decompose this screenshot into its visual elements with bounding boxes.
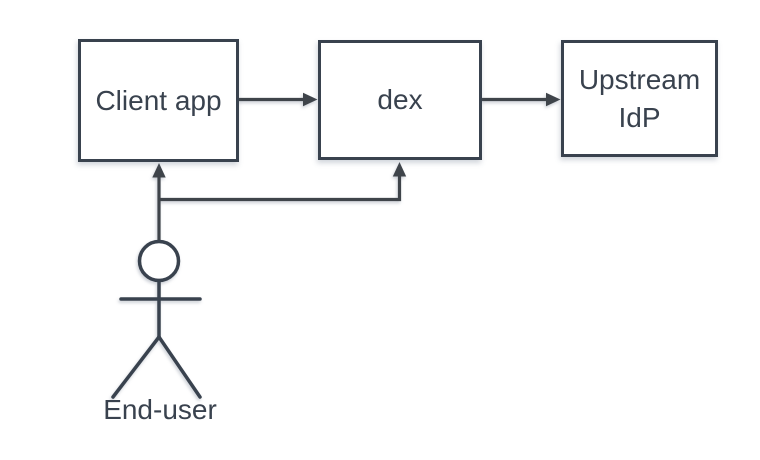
node-client-app-label: Client app (95, 84, 222, 116)
edge-dex-to-upstreamidp (482, 92, 561, 107)
node-dex: dex (318, 40, 482, 160)
end-user-stick-figure-icon (111, 239, 202, 399)
end-user-label: End-user (103, 394, 217, 425)
node-upstream-idp-label: Upstream IdP (578, 63, 701, 133)
edge-enduser-to-dex (159, 162, 407, 202)
arrowhead-up-icon (392, 162, 407, 177)
edge-clientapp-to-dex (239, 92, 318, 107)
node-dex-label: dex (377, 84, 423, 116)
actor-left-leg (111, 335, 161, 399)
node-client-app: Client app (78, 39, 239, 162)
arrowhead-right-icon (546, 92, 561, 107)
actor-head (137, 239, 181, 283)
edge-elbow-line (159, 175, 402, 202)
actor-right-leg (157, 335, 202, 399)
node-upstream-idp: Upstream IdP (561, 40, 718, 157)
arrowhead-up-icon (152, 163, 166, 178)
arrowhead-right-icon (303, 92, 318, 107)
edge-enduser-to-clientapp (152, 163, 166, 241)
